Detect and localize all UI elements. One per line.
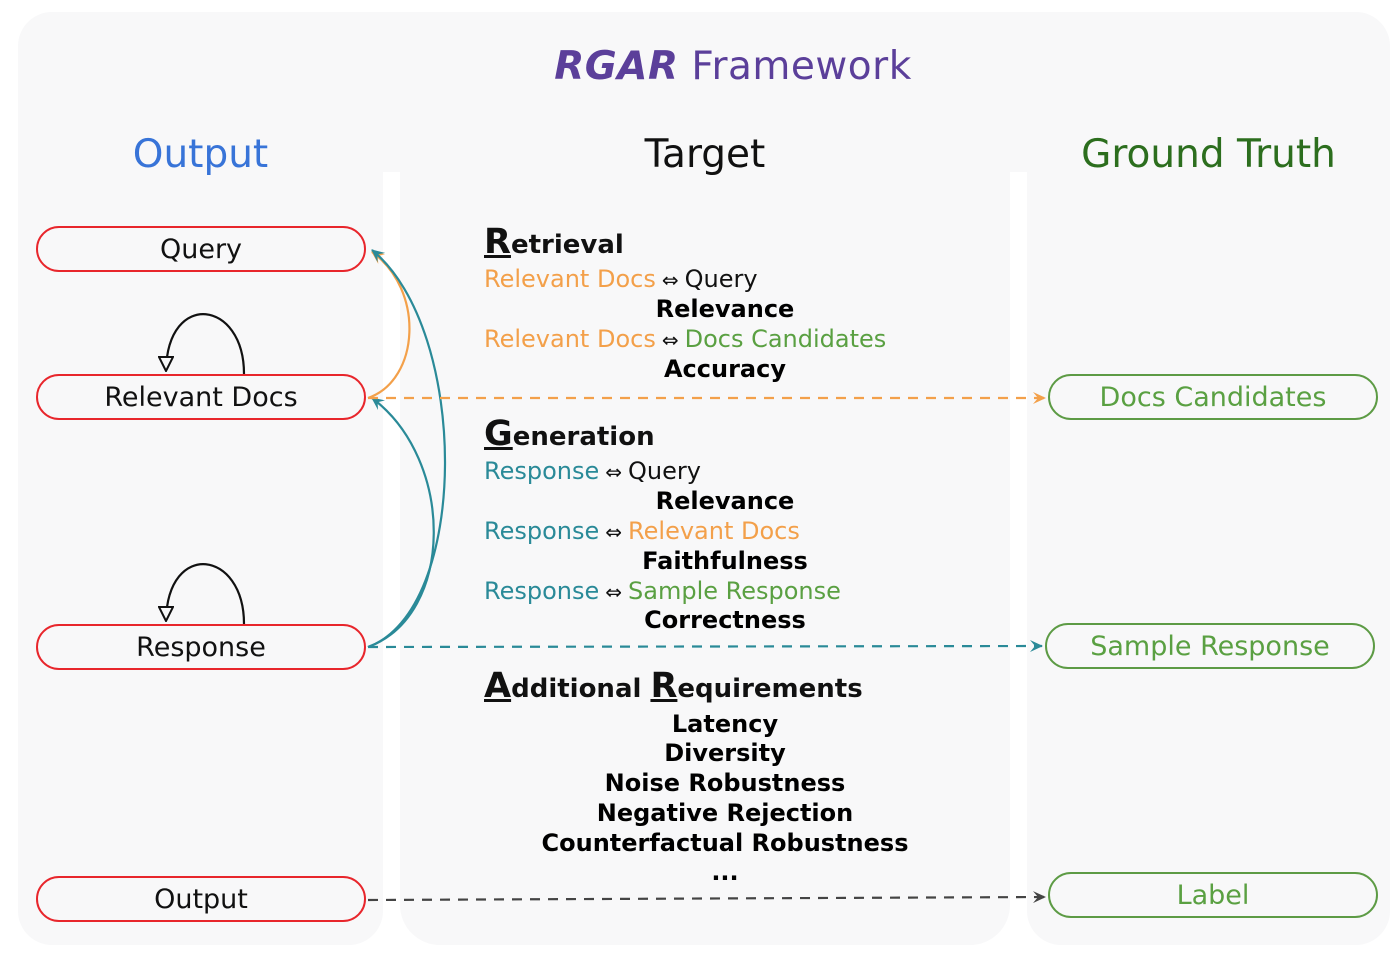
pair-left: Relevant Docs [484, 325, 656, 353]
retrieval-heading-rest: etrieval [510, 230, 624, 260]
response-node-label: Response [136, 631, 266, 663]
title-acronym: RGAR [554, 44, 679, 89]
query-node: Query [36, 226, 366, 272]
output-node-label: Output [154, 883, 248, 915]
target-column [400, 140, 1010, 945]
generation-heading-rest: eneration [512, 422, 655, 452]
generation-pair-2: Response⇔Relevant Docs [484, 517, 800, 545]
bidirectional-arrow-icon: ⇔ [661, 328, 679, 352]
heading-cap-r: R [650, 666, 678, 706]
query-node-label: Query [159, 233, 243, 265]
heading-cap-a: A [484, 666, 512, 706]
relevant-docs-node-label: Relevant Docs [104, 381, 298, 413]
generation-pair-1: Response⇔Query [484, 457, 701, 485]
heading-rest-a: dditional [511, 674, 651, 704]
response-node: Response [36, 624, 366, 670]
pair-left: Response [484, 577, 600, 605]
diagram-title: RGAR Framework [0, 44, 1400, 89]
requirement-noise-robustness: Noise Robustness [604, 769, 846, 797]
pair-left: Response [484, 457, 600, 485]
label-node-label: Label [1176, 879, 1250, 911]
pair-right: Query [684, 265, 758, 293]
bidirectional-arrow-icon: ⇔ [605, 460, 623, 484]
additional-requirements-heading: Additional Requirements [484, 666, 863, 706]
retrieval-metric-accuracy: Accuracy [663, 355, 786, 383]
retrieval-heading: Retrieval [484, 222, 624, 262]
requirement-diversity: Diversity [664, 739, 786, 767]
pair-right: Relevant Docs [628, 517, 800, 545]
ground-truth-column-heading: Ground Truth [1081, 132, 1336, 177]
sample-response-node-label: Sample Response [1090, 630, 1330, 662]
retrieval-pair-2: Relevant Docs⇔Docs Candidates [484, 325, 886, 353]
generation-heading-cap: G [484, 414, 513, 454]
heading-rest-r: equirements [677, 674, 863, 704]
generation-metric-relevance: Relevance [655, 487, 795, 515]
sample-response-node: Sample Response [1045, 623, 1375, 669]
pair-right: Query [628, 457, 701, 485]
output-column-heading: Output [132, 132, 269, 177]
generation-metric-faithfulness: Faithfulness [642, 547, 808, 575]
pair-right: Docs Candidates [684, 325, 887, 353]
pair-left: Relevant Docs [484, 265, 656, 293]
title-rest: Framework [691, 44, 912, 89]
bidirectional-arrow-icon: ⇔ [661, 268, 679, 292]
retrieval-pair-1: Relevant Docs⇔Query [484, 265, 758, 293]
requirement-more-ellipsis: ... [711, 858, 739, 886]
docs-candidates-node-label: Docs Candidates [1099, 381, 1327, 413]
ground-truth-column [1027, 140, 1390, 945]
bidirectional-arrow-icon: ⇔ [605, 520, 623, 544]
retrieval-metric-relevance: Relevance [655, 295, 795, 323]
relevant-docs-node: Relevant Docs [36, 374, 366, 420]
generation-pair-3: Response⇔Sample Response [484, 577, 841, 605]
requirement-counterfactual-robustness: Counterfactual Robustness [541, 829, 909, 857]
retrieval-heading-cap: R [484, 222, 511, 262]
requirement-latency: Latency [671, 710, 779, 738]
pair-left: Response [484, 517, 600, 545]
output-column [18, 140, 383, 945]
bidirectional-arrow-icon: ⇔ [605, 580, 623, 604]
docs-candidates-node: Docs Candidates [1048, 374, 1378, 420]
generation-metric-correctness: Correctness [644, 606, 806, 634]
pair-right: Sample Response [628, 577, 841, 605]
target-column-heading: Target [644, 132, 766, 177]
requirement-negative-rejection: Negative Rejection [596, 799, 854, 827]
output-node: Output [36, 876, 366, 922]
label-node: Label [1048, 872, 1378, 918]
generation-heading: Generation [484, 414, 655, 454]
